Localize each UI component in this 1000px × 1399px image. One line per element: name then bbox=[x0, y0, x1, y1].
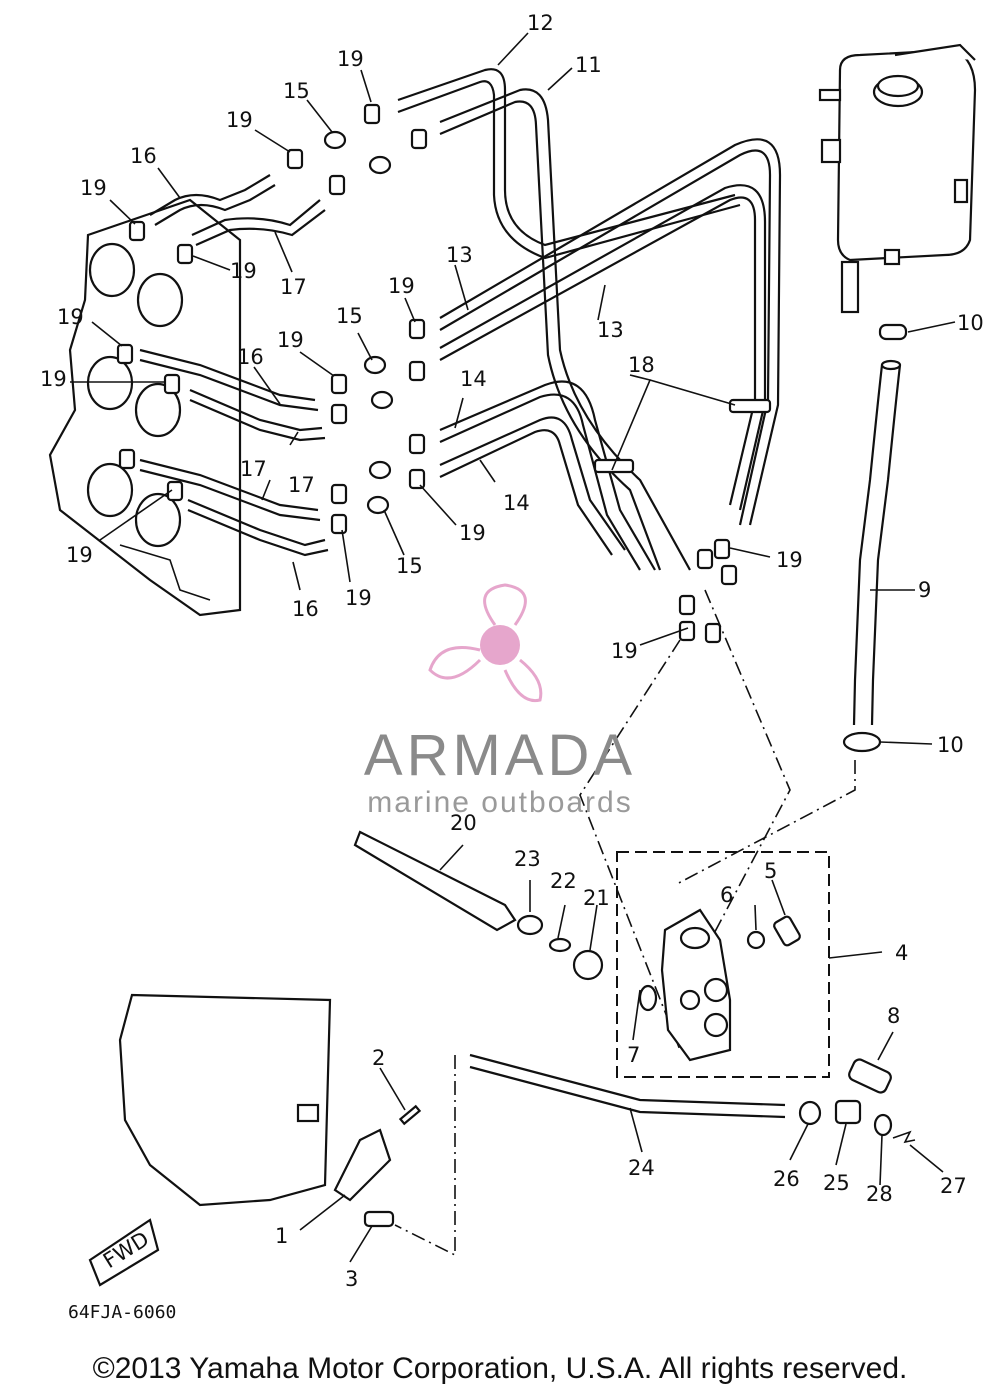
callout-7: 7 bbox=[627, 1043, 640, 1067]
callout-10-bottom: 10 bbox=[937, 733, 964, 757]
callout-1: 1 bbox=[275, 1224, 288, 1248]
oil-hoses-upper bbox=[397, 68, 782, 571]
callout-4: 4 bbox=[895, 941, 908, 965]
oil-pump-assembly bbox=[616, 851, 830, 1078]
callout-16-top: 16 bbox=[130, 144, 157, 168]
callout-17-top: 17 bbox=[280, 275, 307, 299]
callout-17-middle: 17 bbox=[288, 473, 315, 497]
connection-lines bbox=[394, 589, 856, 1257]
callout-15-top: 15 bbox=[283, 79, 310, 103]
callout-15-bottom: 15 bbox=[396, 554, 423, 578]
callout-14-bottom: 14 bbox=[503, 491, 530, 515]
propeller-hub-icon bbox=[480, 625, 520, 665]
small-hoses bbox=[139, 174, 329, 557]
lower-case bbox=[88, 993, 422, 1287]
oil-tank bbox=[818, 43, 977, 314]
callout-11: 11 bbox=[575, 53, 602, 77]
callout-19-i: 19 bbox=[459, 521, 486, 545]
clips-and-valves bbox=[116, 103, 772, 644]
callout-19-c: 19 bbox=[80, 176, 107, 200]
callout-28: 28 bbox=[866, 1182, 893, 1206]
callout-17-left: 17 bbox=[240, 457, 267, 481]
leader-lines bbox=[70, 32, 956, 1263]
callout-19-b: 19 bbox=[226, 108, 253, 132]
callout-19-a: 19 bbox=[337, 47, 364, 71]
reference-code: 64FJA-6060 bbox=[68, 1302, 176, 1323]
callout-19-d: 19 bbox=[230, 259, 257, 283]
callout-19-h: 19 bbox=[40, 367, 67, 391]
callout-27: 27 bbox=[940, 1174, 967, 1198]
hose-9 bbox=[842, 323, 908, 753]
callout-13-left: 13 bbox=[446, 243, 473, 267]
callout-14-top: 14 bbox=[460, 367, 487, 391]
callout-20: 20 bbox=[450, 811, 477, 835]
callout-numbers: 1 2 3 4 5 6 7 8 9 10 10 11 12 13 13 14 1… bbox=[40, 11, 984, 1291]
propeller-icon bbox=[428, 583, 543, 703]
callout-6: 6 bbox=[720, 883, 733, 907]
callout-9: 9 bbox=[918, 578, 931, 602]
callout-12: 12 bbox=[527, 11, 554, 35]
hose-24 bbox=[469, 1053, 916, 1144]
callout-16-middle: 16 bbox=[237, 345, 264, 369]
callout-22: 22 bbox=[550, 869, 577, 893]
callout-15-middle: 15 bbox=[336, 304, 363, 328]
callout-5: 5 bbox=[764, 859, 777, 883]
callout-21: 21 bbox=[583, 886, 610, 910]
copyright-notice: ©2013 Yamaha Motor Corporation, U.S.A. A… bbox=[92, 1352, 908, 1385]
callout-13-right: 13 bbox=[597, 318, 624, 342]
callout-19-l: 19 bbox=[776, 548, 803, 572]
callout-19-e: 19 bbox=[388, 274, 415, 298]
callout-10-top: 10 bbox=[957, 311, 984, 335]
callout-2: 2 bbox=[372, 1046, 385, 1070]
watermark-brand: ARMADA bbox=[364, 723, 636, 788]
callout-19-f: 19 bbox=[57, 305, 84, 329]
callout-16-bottom: 16 bbox=[292, 597, 319, 621]
callout-25: 25 bbox=[823, 1171, 850, 1195]
callout-26: 26 bbox=[773, 1167, 800, 1191]
watermark-tagline: marine outboards bbox=[367, 786, 632, 819]
watermark-logo bbox=[428, 583, 543, 703]
callout-19-k: 19 bbox=[345, 586, 372, 610]
callout-3: 3 bbox=[345, 1267, 358, 1291]
callout-19-j: 19 bbox=[66, 543, 93, 567]
callout-24: 24 bbox=[628, 1156, 655, 1180]
callout-19-m: 19 bbox=[611, 639, 638, 663]
callout-8: 8 bbox=[887, 1004, 900, 1028]
pump-shaft-parts bbox=[353, 830, 892, 1094]
callout-18: 18 bbox=[628, 353, 655, 377]
callout-19-g: 19 bbox=[277, 328, 304, 352]
callout-23: 23 bbox=[514, 847, 541, 871]
